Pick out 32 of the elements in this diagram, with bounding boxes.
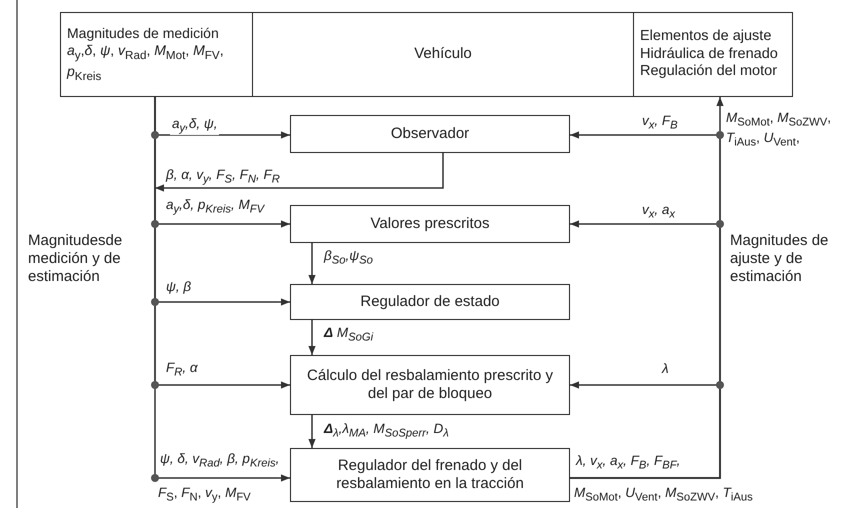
annotation-text: Magnitudes de ajuste y de estimación	[730, 232, 830, 286]
box-label: Regulador del frenado y del resbalamiento en la tracción	[335, 456, 525, 494]
arrow	[308, 243, 316, 284]
process-box	[290, 205, 570, 243]
annotation-text: Magnitudesde medición y de estimación	[28, 232, 124, 286]
edge-label: β, α, v$_{y}$, F$_{S}$, F$_{N}$, F$_{R}$	[164, 168, 282, 186]
annotation-text: M$_{SoMot}$, U$_{Vent}$, M$_{SoZWV}$, T$_{iAus}$	[574, 485, 753, 506]
annotation-text: M$_{SoMot}$, M$_{SoZWV}$, T$_{iAus}$, U$_{Vent}$,	[726, 110, 832, 150]
arrow	[155, 153, 444, 192]
box-label: Valores prescritos	[370, 214, 490, 234]
annotation-text: F$_{S}$, F$_{N}$, v$_{y}$, M$_{FV}$	[158, 485, 251, 506]
arrow	[308, 415, 316, 448]
process-box	[633, 12, 793, 97]
process-box	[290, 115, 570, 153]
process-box	[252, 12, 634, 97]
arrow	[154, 97, 290, 482]
box-label: Vehículo	[414, 45, 472, 64]
box-label: Elementos de ajuste Hidráulica de frenado Regulación del motor	[640, 28, 779, 82]
arrow	[308, 320, 316, 355]
process-box	[290, 355, 570, 415]
process-box	[60, 12, 253, 97]
box-label: Regulador de estado	[360, 292, 500, 312]
box-label: Magnitudes de medición a$_{y}$,δ, ψ, v$_{Rad}$, M$_{Mot}$, M$_{FV}$, p$_{Kreis}$	[67, 24, 225, 84]
edge-label: ψ, β	[164, 280, 194, 295]
edge-label: a$_{y}$,δ, ψ,	[170, 117, 220, 136]
box-label: Cálculo del resbalamiento prescrito y del par de bloqueo	[306, 366, 554, 404]
edge-label: Δ$_{λ}$,λ$_{MA}$, M$_{SoSperr}$, D$_{λ}$	[322, 422, 451, 440]
edge-label: a$_{y}$,δ, p$_{Kreis}$, M$_{FV}$	[164, 198, 266, 216]
process-box	[290, 448, 570, 502]
box-label: Observador	[390, 124, 470, 144]
process-box	[290, 284, 570, 320]
arrow	[570, 381, 721, 479]
